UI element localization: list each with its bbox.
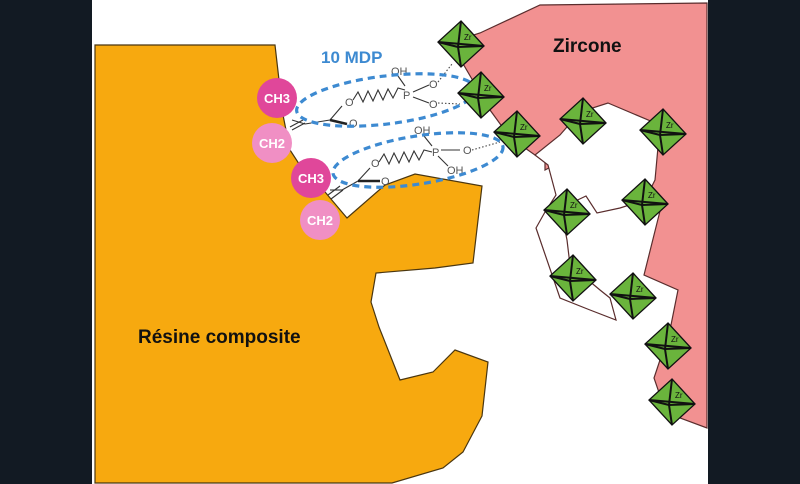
methacrylate-group-1: CH3 CH2 <box>252 78 297 163</box>
phosphorus: P <box>403 90 410 102</box>
zr-label: Zr <box>570 201 578 210</box>
alkyl-chain <box>352 87 406 104</box>
zr-octahedron: Zr <box>639 108 687 156</box>
resin-label: Résine composite <box>138 327 301 348</box>
zr-label: Zr <box>636 285 644 294</box>
bind-oxygen-1: O <box>429 79 438 91</box>
carbonyl-oxygen: O <box>381 176 390 188</box>
zr-label: Zr <box>520 123 528 132</box>
zr-octahedron: Zr <box>437 20 485 68</box>
ch3-label: CH3 <box>298 171 324 186</box>
bind-oxygen-2: O <box>429 99 438 111</box>
zr-octahedron: Zr <box>493 110 541 158</box>
zr-label: Zr <box>666 121 674 130</box>
zr-octahedron: Zr <box>644 322 692 370</box>
mdp-molecule-2: O O P OH O OH <box>327 125 505 200</box>
ch3-circle <box>257 78 297 118</box>
zr-label: Zr <box>586 110 594 119</box>
zr-label: Zr <box>576 267 584 276</box>
zr-octahedron: Zr <box>609 272 657 320</box>
bind-oxygen-1: O <box>463 145 472 157</box>
alkyl-chain <box>378 149 433 166</box>
zr-octahedron: Zr <box>648 378 696 426</box>
zr-octahedron: Zr <box>457 71 505 119</box>
carbonyl-oxygen: O <box>349 118 358 130</box>
ch2-circle <box>252 123 292 163</box>
ch2-label: CH2 <box>307 213 333 228</box>
phosphorus: P <box>432 147 439 159</box>
mdp-label: 10 MDP <box>321 48 382 67</box>
zr-label: Zr <box>464 33 472 42</box>
zr-octahedron: Zr <box>621 178 669 226</box>
methacrylate-group-2: CH3 CH2 <box>291 158 340 240</box>
ch2-label: CH2 <box>259 136 285 151</box>
ch2-circle <box>300 200 340 240</box>
zr-octahedron: Zr <box>549 254 597 302</box>
ester-oxygen: O <box>371 158 380 170</box>
zr-label: Zr <box>671 335 679 344</box>
mdp-ellipse-2 <box>331 131 505 189</box>
zr-octahedron: Zr <box>543 188 591 236</box>
ester-oxygen: O <box>345 97 354 109</box>
zr-label: Zr <box>484 84 492 93</box>
zircone-label: Zircone <box>553 36 622 57</box>
zr-label: Zr <box>675 391 683 400</box>
ch3-circle <box>291 158 331 198</box>
ch3-label: CH3 <box>264 91 290 106</box>
zr-octahedron: Zr <box>559 97 607 145</box>
zr-label: Zr <box>648 191 656 200</box>
